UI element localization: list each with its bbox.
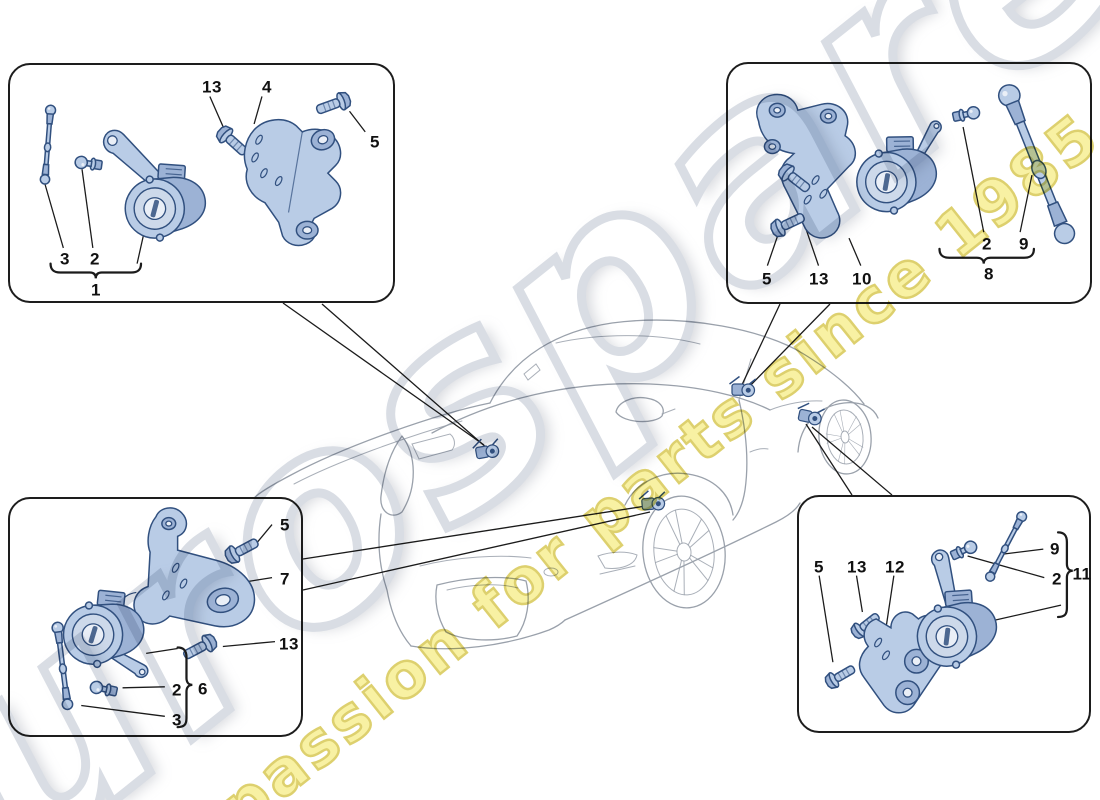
screw-illustration xyxy=(822,660,859,692)
parts-illustration-rear-right xyxy=(818,509,1073,731)
parts-illustration-front-left xyxy=(39,89,366,279)
part-number-label-13[interactable]: 13 xyxy=(279,634,299,654)
ball-stud-illustration xyxy=(951,104,982,124)
label-leader-line xyxy=(855,575,864,613)
part-number-label-2[interactable]: 2 xyxy=(90,249,100,269)
part-number-label-3[interactable]: 3 xyxy=(172,710,182,730)
screw-illustration xyxy=(313,89,354,120)
part-number-label-2[interactable]: 2 xyxy=(982,234,992,254)
front-wheel xyxy=(642,495,726,609)
panel-connector-line xyxy=(302,511,651,591)
part-number-label-13[interactable]: 13 xyxy=(847,557,867,577)
mounting-bracket-illustration xyxy=(757,94,856,237)
label-leader-line xyxy=(122,686,165,689)
group-brace xyxy=(176,646,193,729)
car-sensor-marker xyxy=(637,488,668,513)
parts-illustration-rear-left xyxy=(50,499,276,729)
link-rod-illustration xyxy=(994,80,1080,248)
part-number-label-8[interactable]: 8 xyxy=(984,264,994,284)
label-leader-line xyxy=(967,555,1045,579)
part-number-label-4[interactable]: 4 xyxy=(262,77,272,97)
part-number-label-1[interactable]: 1 xyxy=(91,280,101,300)
ball-stud-illustration xyxy=(88,679,119,699)
label-leader-line xyxy=(818,575,834,663)
label-leader-line xyxy=(1003,548,1044,555)
label-leader-line xyxy=(81,704,165,717)
panel-connector-lines xyxy=(282,302,893,591)
label-leader-line xyxy=(348,110,366,133)
link-rod-illustration xyxy=(39,104,57,185)
label-leader-line xyxy=(209,96,225,129)
panel-connector-line xyxy=(282,302,485,446)
panel-connector-line xyxy=(811,426,893,496)
label-leader-line xyxy=(987,604,1062,623)
car-sensor-marker xyxy=(728,375,757,398)
part-number-label-12[interactable]: 12 xyxy=(885,557,905,577)
part-number-label-10[interactable]: 10 xyxy=(852,269,872,289)
part-number-label-7[interactable]: 7 xyxy=(280,569,290,589)
mounting-bracket-illustration xyxy=(244,120,340,246)
part-number-label-11[interactable]: 11 xyxy=(1072,564,1092,584)
label-leader-line xyxy=(848,237,862,266)
part-number-label-2[interactable]: 2 xyxy=(1052,569,1062,589)
panel-connector-line xyxy=(302,505,647,560)
label-leader-line xyxy=(81,169,94,248)
part-number-label-5[interactable]: 5 xyxy=(280,515,290,535)
label-leader-line xyxy=(146,647,178,655)
label-leader-line xyxy=(962,126,985,233)
label-leader-line xyxy=(253,96,263,125)
part-number-label-9[interactable]: 9 xyxy=(1019,234,1029,254)
label-leader-line xyxy=(1019,175,1033,233)
part-number-label-5[interactable]: 5 xyxy=(762,269,772,289)
panel-connector-line xyxy=(805,423,853,496)
part-number-label-3[interactable]: 3 xyxy=(60,249,70,269)
part-number-label-9[interactable]: 9 xyxy=(1050,539,1060,559)
link-rod-illustration xyxy=(983,509,1029,584)
car-body-outline xyxy=(253,319,879,650)
label-leader-line xyxy=(222,640,276,648)
group-brace xyxy=(49,262,143,279)
part-number-label-13[interactable]: 13 xyxy=(809,269,829,289)
panel-connector-line xyxy=(321,303,489,450)
part-number-label-5[interactable]: 5 xyxy=(814,557,824,577)
screw-illustration xyxy=(221,533,263,567)
callout-panel-front-right: 5 13 10 2 9 8 xyxy=(726,62,1092,304)
part-number-label-2[interactable]: 2 xyxy=(172,680,182,700)
panel-connector-line xyxy=(739,303,781,390)
label-leader-line xyxy=(44,182,64,249)
part-number-label-6[interactable]: 6 xyxy=(198,679,208,699)
part-number-label-13[interactable]: 13 xyxy=(202,77,222,97)
mounting-bracket-illustration xyxy=(119,508,254,627)
panel-connector-line xyxy=(743,303,831,393)
part-number-label-5[interactable]: 5 xyxy=(370,132,380,152)
label-leader-line xyxy=(766,233,779,266)
rear-wheel xyxy=(818,399,872,475)
callout-panel-rear-right: 5 13 12 9 2 11 xyxy=(797,495,1091,733)
ball-stud-illustration xyxy=(73,154,104,173)
height-sensor-illustration xyxy=(117,156,212,247)
parts-illustration-front-right xyxy=(728,80,1080,266)
group-brace xyxy=(938,247,1036,264)
